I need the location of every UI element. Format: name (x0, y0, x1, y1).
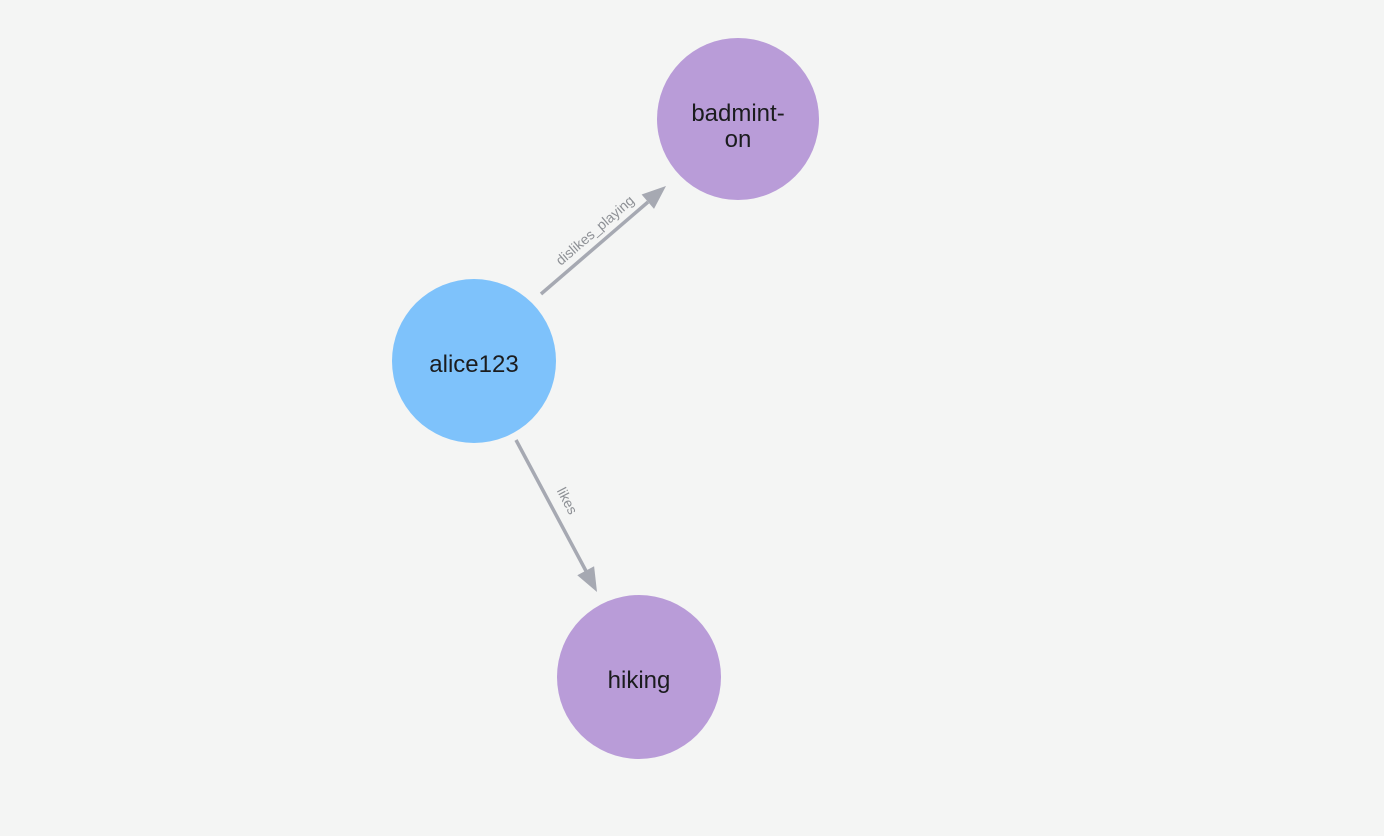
node-hiking[interactable]: hiking (557, 595, 721, 759)
arrowhead-icon (641, 186, 666, 209)
node-circle[interactable] (392, 279, 556, 443)
node-badminton[interactable]: badmint- on (657, 38, 819, 200)
node-circle[interactable] (557, 595, 721, 759)
node-label-line-1: badmint- (691, 100, 784, 127)
node-circle[interactable] (657, 38, 819, 200)
edge-line-dislikes-playing[interactable] (539, 200, 650, 296)
node-label: hiking (608, 667, 671, 694)
arrowhead-icon (577, 566, 597, 592)
edge-likes[interactable]: likes (514, 439, 597, 592)
edge-label-dislikes-playing: dislikes_playing (552, 192, 637, 268)
node-alice123[interactable]: alice123 (392, 279, 556, 443)
node-label: alice123 (429, 351, 518, 378)
edge-line-likes[interactable] (514, 439, 588, 572)
edge-dislikes-playing[interactable]: dislikes_playing (539, 186, 666, 296)
edge-label-likes: likes (554, 485, 581, 517)
node-label-line-2: on (725, 126, 752, 153)
